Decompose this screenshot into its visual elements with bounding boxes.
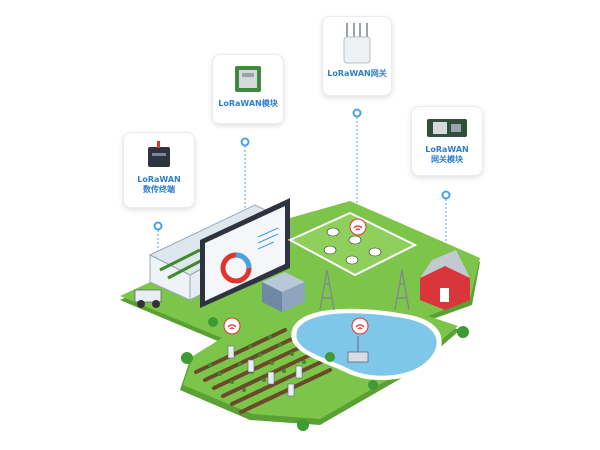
cattle-pen: [287, 211, 418, 277]
transmission-towers: [319, 269, 410, 311]
server-rack: [262, 272, 305, 312]
card-gwmodule-line1: LoRaWAN: [425, 145, 469, 154]
trees: [181, 317, 469, 431]
card-lorawan-module: LoRaWAN模块: [212, 54, 284, 124]
barn: [420, 250, 470, 310]
water-sensor-buoy: [347, 351, 369, 363]
card-lorawan-gateway-module: LoRaWAN 网关模块: [411, 106, 483, 176]
connector-dots: [153, 108, 451, 231]
lora-module-chip-icon: [235, 66, 261, 92]
card-gateway-line1: LoRaWAN网关: [327, 69, 387, 78]
card-terminal-line1: LoRaWAN: [137, 175, 181, 184]
gateway-antenna-icon: [343, 23, 371, 64]
data-terminal-icon: [148, 141, 170, 167]
field-sensors: [227, 345, 303, 397]
card-module-line1: LoRaWAN模块: [218, 99, 278, 108]
dashboard-monitor: [200, 198, 290, 308]
tractor: [134, 289, 162, 308]
card-gwmodule-line2: 网关模块: [431, 155, 463, 164]
card-lorawan-gateway: LoRaWAN网关: [322, 16, 392, 96]
card-terminal-line2: 数传终端: [143, 185, 175, 194]
signal-markers: [223, 218, 369, 335]
crop-field: [194, 328, 332, 414]
card-lorawan-terminal: LoRaWAN 数传终端: [123, 132, 195, 208]
gateway-module-board-icon: [427, 119, 467, 137]
